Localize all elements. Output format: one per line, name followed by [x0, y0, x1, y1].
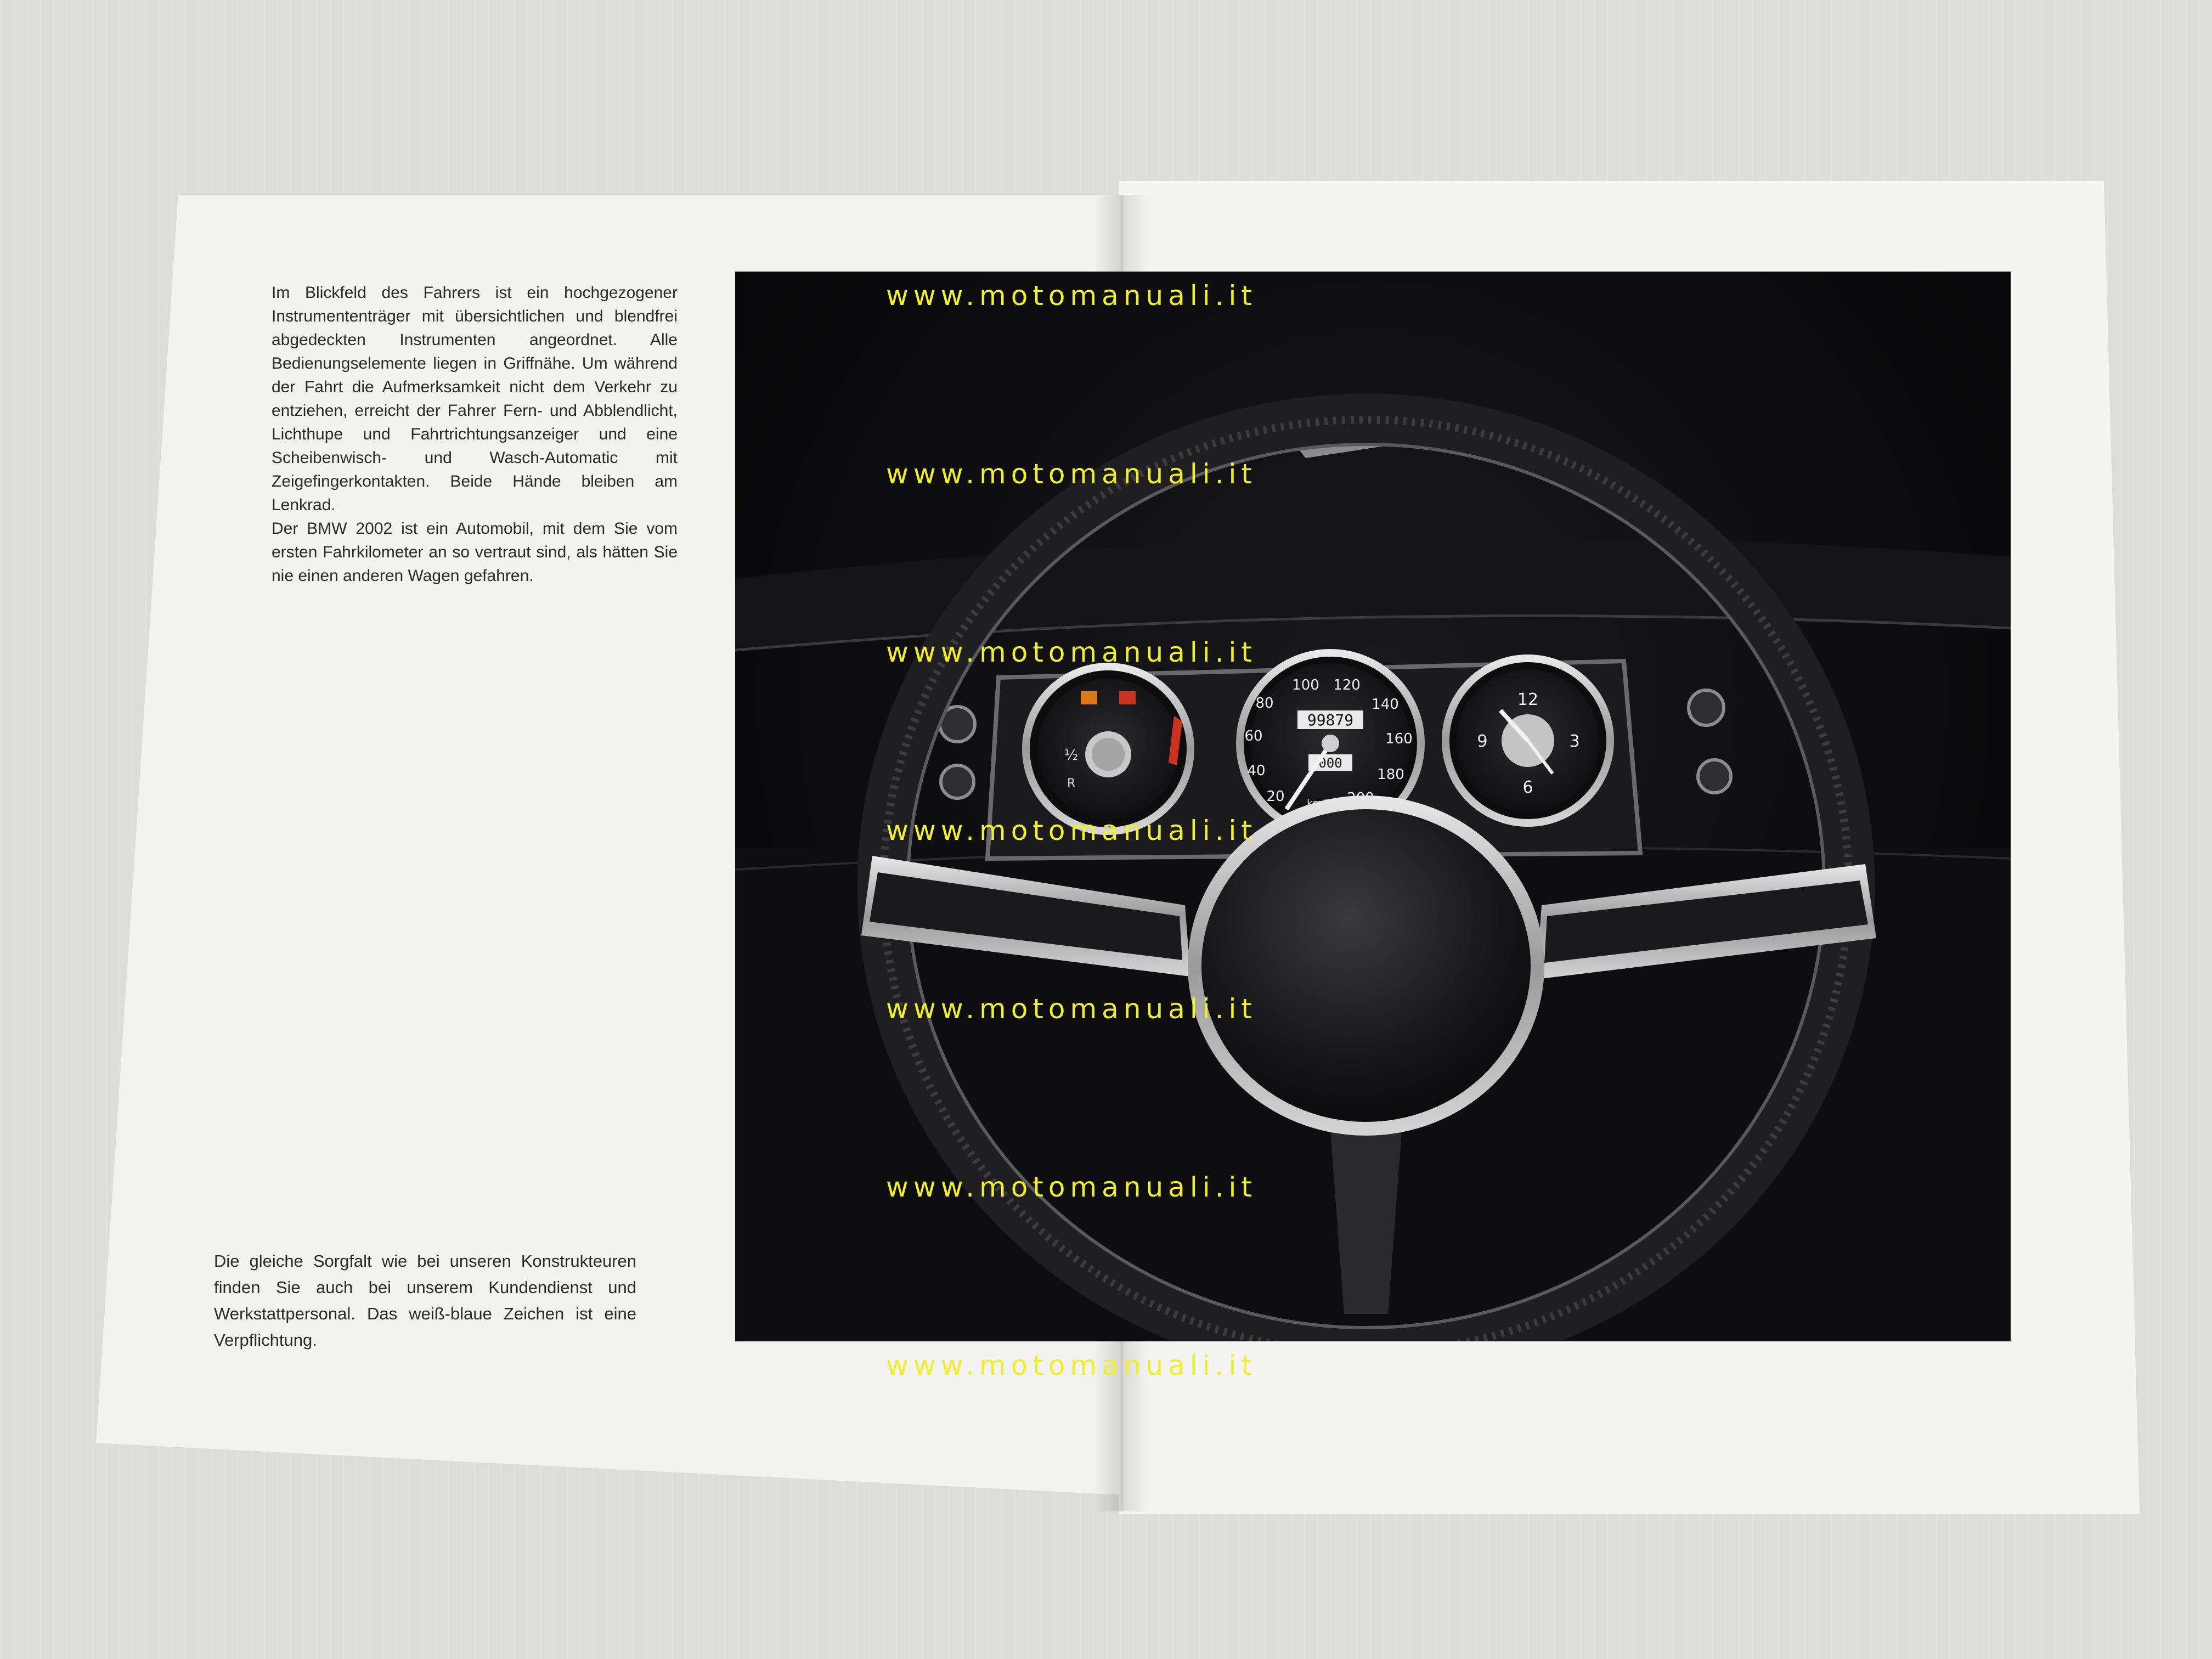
speedo-tick-120: 120	[1333, 677, 1361, 693]
watermark-3: www.motomanuali.it	[886, 636, 1257, 668]
warning-lamp-orange-icon	[1081, 691, 1097, 704]
speedo-tick-140: 140	[1372, 696, 1399, 713]
speedo-tick-160: 160	[1385, 731, 1413, 747]
clock-minute-hand	[1526, 740, 1554, 775]
intro-paragraph-text-2: Der BMW 2002 ist ein Automobil, mit dem …	[272, 520, 678, 585]
intro-paragraph-text: Im Blickfeld des Fahrers ist ein hochgez…	[272, 284, 678, 514]
watermark-2: www.motomanuali.it	[886, 458, 1257, 490]
speedo-tick-180: 180	[1377, 766, 1404, 783]
watermark-7: www.motomanuali.it	[886, 1350, 1257, 1381]
watermark-6: www.motomanuali.it	[886, 1171, 1257, 1203]
intro-paragraph: Im Blickfeld des Fahrers ist ein hochgez…	[272, 281, 678, 588]
clock-hour-hand	[1499, 709, 1530, 742]
clock-numeral-12: 12	[1517, 690, 1538, 709]
service-paragraph-text: Die gleiche Sorgfalt wie bei unseren Kon…	[214, 1251, 636, 1350]
speedo-tick-20: 20	[1266, 788, 1284, 805]
speedo-tick-100: 100	[1292, 677, 1319, 693]
watermark-1: www.motomanuali.it	[886, 280, 1257, 312]
clock-numeral-6: 6	[1522, 778, 1533, 797]
service-paragraph: Die gleiche Sorgfalt wie bei unseren Kon…	[214, 1248, 636, 1353]
dashboard-photo: ½ R 20 40 60 80 100 120 140 160 180 200 …	[735, 272, 2011, 1341]
speedo-tick-60: 60	[1244, 728, 1262, 744]
horn-pad	[1201, 809, 1531, 1122]
dashboard-illustration: ½ R 20 40 60 80 100 120 140 160 180 200 …	[735, 393, 2011, 1341]
watermark-5: www.motomanuali.it	[886, 993, 1257, 1025]
watermark-4: www.motomanuali.it	[886, 815, 1257, 847]
speedo-tick-40: 40	[1247, 763, 1265, 779]
warning-lamp-red-icon	[1119, 691, 1136, 704]
clock-numeral-3: 3	[1569, 732, 1579, 751]
fuel-half-label: ½	[1064, 747, 1078, 764]
light-switch-icon	[939, 764, 975, 800]
odometer-readout: 99879	[1307, 711, 1353, 729]
speedo-tick-80: 80	[1255, 695, 1273, 712]
fan-switch-icon	[1696, 758, 1733, 794]
speedo-needle	[1284, 742, 1333, 811]
fuel-reserve-label: R	[1067, 777, 1075, 791]
clock-numeral-9: 9	[1477, 732, 1487, 751]
rear-defrost-switch-icon	[1687, 689, 1725, 727]
